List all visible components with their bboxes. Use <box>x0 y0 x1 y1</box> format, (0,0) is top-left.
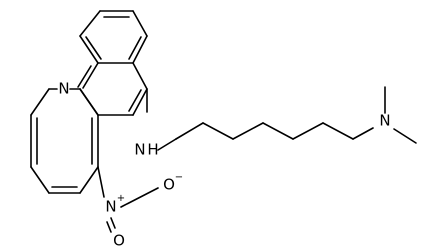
nitro-group <box>97 166 159 233</box>
bottom-benzo-ring <box>30 88 99 194</box>
nitro-nitrogen-label: N <box>105 198 116 216</box>
nitro-single-oxygen-label: O <box>163 176 175 194</box>
amine-hydrogen-label: H <box>147 141 158 159</box>
amine-nitrogen-label: N <box>134 141 145 159</box>
ring-nitrogen-label: N <box>58 80 69 98</box>
aminohexyl-chain <box>146 86 417 151</box>
nitro-negative-charge: − <box>175 172 183 183</box>
dimethylamino-nitrogen-label: N <box>379 112 390 130</box>
nitro-positive-charge: + <box>117 193 125 204</box>
top-benzo-ring <box>79 10 148 64</box>
nitro-double-oxygen-label: O <box>113 232 125 250</box>
